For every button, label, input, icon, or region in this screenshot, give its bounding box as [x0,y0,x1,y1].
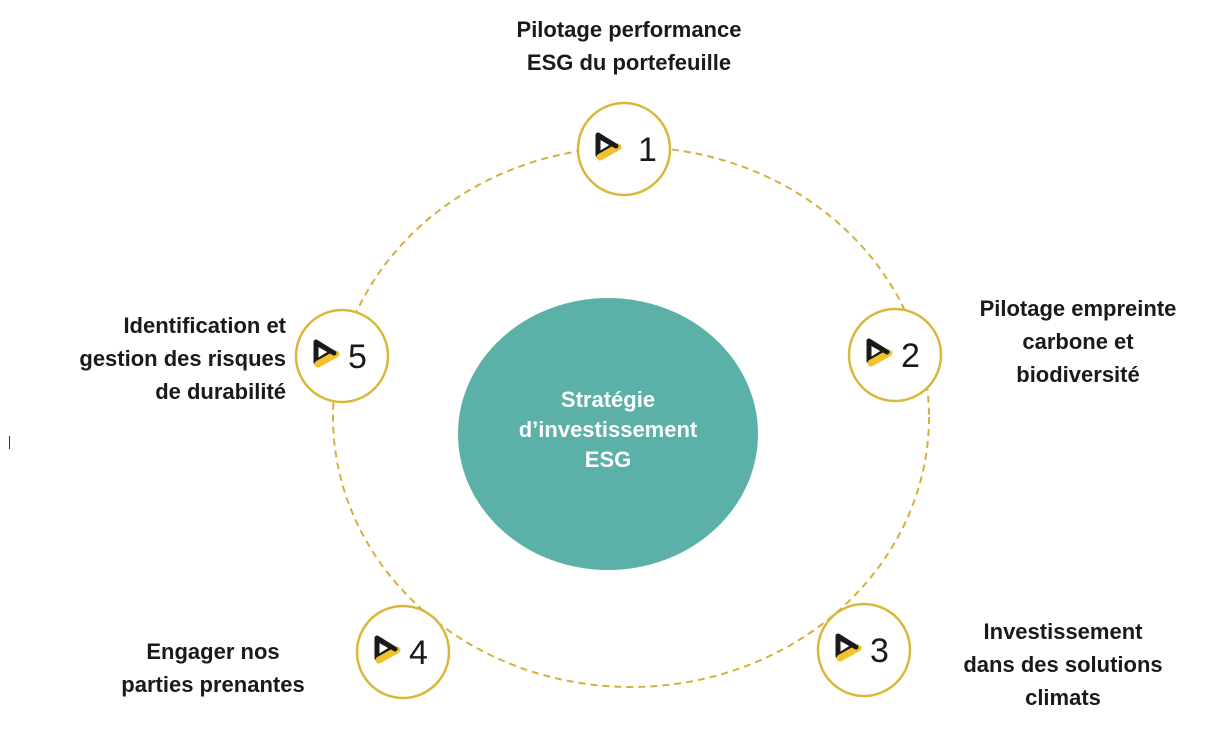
center-title-line-1: Stratégie [560,387,656,412]
center-ellipse [458,298,758,570]
node-4-label: Engager nos parties prenantes [88,635,338,701]
node-5-label-line-2: gestion des risques [79,346,286,371]
node-1-label: Pilotage performance ESG du portefeuille [474,13,784,79]
node-1-label-line-1: Pilotage performance [516,17,742,42]
node-5-label-line-1: Identification et [123,313,286,338]
chevron-arrow-icon [835,633,862,662]
node-3: 3 [816,602,912,698]
node-1-number: 1 [638,131,657,169]
node-2-label: Pilotage empreinte carbone et biodiversi… [950,292,1206,391]
chevron-arrow-icon [313,339,340,368]
node-5-number: 5 [348,338,367,376]
node-3-number: 3 [870,632,889,670]
node-3-label-line-2: dans des solutions [963,652,1163,677]
chevron-arrow-icon [595,132,622,161]
node-2-number: 2 [901,337,920,375]
node-2-label-line-1: Pilotage empreinte [979,296,1177,321]
center-title-line-2: d’investissement [518,417,698,442]
chevron-arrow-icon [374,635,401,664]
node-3-label-line-1: Investissement [983,619,1143,644]
node-3-label-line-3: climats [1025,685,1101,710]
node-2: 2 [847,307,943,403]
center-title: Stratégie d’investissement ESG [458,385,758,475]
node-5: 5 [294,308,390,404]
chevron-arrow-icon [866,338,893,367]
center-title-line-3: ESG [584,447,632,472]
node-1-label-line-2: ESG du portefeuille [526,50,732,75]
node-2-label-line-2: carbone et [1022,329,1134,354]
node-4-number: 4 [409,634,428,672]
node-4-label-line-2: parties prenantes [121,672,305,697]
node-2-label-line-3: biodiversité [1016,362,1140,387]
node-4-label-line-1: Engager nos [146,639,280,664]
node-3-label: Investissement dans des solutions climat… [918,615,1208,714]
node-5-label: Identification et gestion des risques de… [20,309,286,408]
edge-tick-mark [9,436,10,449]
node-4: 4 [355,604,451,700]
node-1: 1 [576,101,672,197]
node-5-label-line-3: de durabilité [155,379,286,404]
